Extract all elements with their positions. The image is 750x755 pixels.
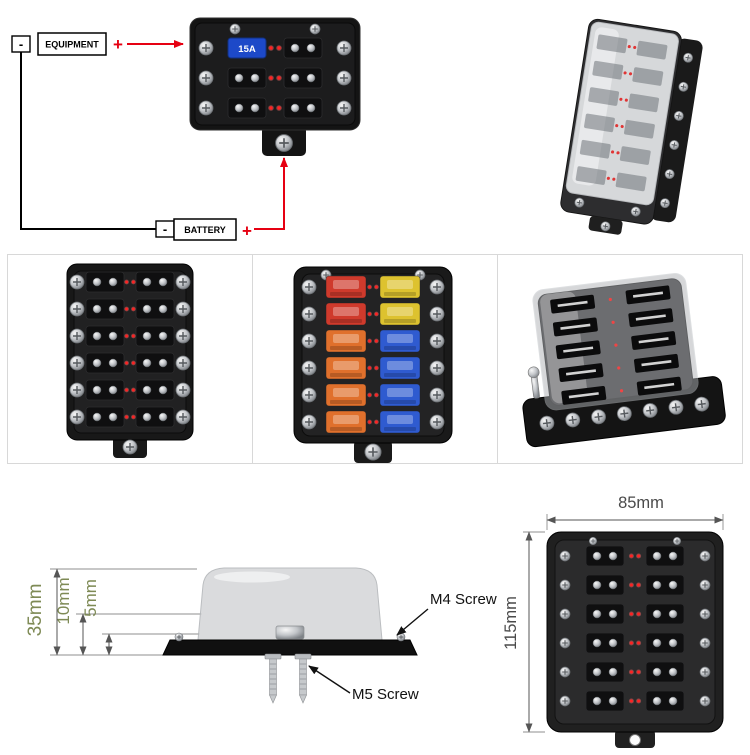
screw-icon: [309, 23, 321, 35]
fuse-block-face: [194, 22, 356, 126]
stud-screw-icon: [527, 366, 540, 379]
m5-arrow: [308, 665, 351, 694]
fuse-red: [325, 275, 367, 299]
equipment-box: - EQUIPMENT +: [11, 32, 123, 56]
m4-screw-icon: [174, 632, 184, 642]
fuse-blue: [379, 356, 421, 380]
base-profile: [162, 639, 418, 656]
equipment-minus-sign: -: [19, 37, 23, 52]
dim-10mm-label: 10mm: [54, 577, 73, 624]
block-face: [554, 539, 716, 725]
cover-slots: [575, 34, 668, 192]
product-photo-with-fuses: [293, 266, 453, 463]
terminal-metal: [275, 625, 305, 640]
fuse-blue: [379, 410, 421, 434]
screw-icon: [672, 536, 682, 546]
fuse-block-illustration: 15A: [189, 17, 361, 156]
m4-arrow: [396, 608, 429, 636]
fuse-orange: [325, 329, 367, 353]
block-face: [301, 273, 445, 437]
battery-rect: [173, 218, 237, 241]
side-dimension-diagram: 35mm 10mm 5mm M4 Screw M5 Screw: [25, 567, 497, 704]
dim-5mm-label: 5mm: [81, 579, 100, 617]
equipment-minus-terminal: [11, 35, 31, 53]
positive-wire-battery: [254, 157, 288, 230]
ground-screw-icon: [364, 443, 382, 461]
fuse-yellow: [379, 302, 421, 326]
dim-115mm-label: 115mm: [502, 596, 520, 650]
fuse-yellow: [379, 275, 421, 299]
cover-profile: [197, 567, 383, 641]
battery-minus-sign: -: [163, 222, 167, 237]
battery-label: BATTERY: [184, 225, 226, 235]
mount-hole: [629, 734, 641, 746]
negative-wire: [20, 52, 156, 230]
product-photo-front-view: [66, 263, 194, 458]
fuse-15a-value: 15A: [238, 44, 256, 55]
fuse-blue: [379, 383, 421, 407]
top-view-diagram: 85mm 115mm: [502, 494, 724, 748]
fuse-15a: [227, 37, 267, 59]
dim-35mm-label: 35mm: [25, 584, 46, 637]
product-photos: [7, 254, 743, 464]
dim-85mm-label: 85mm: [618, 494, 664, 512]
side-terminal-strip: [650, 38, 703, 223]
fuse-orange: [325, 383, 367, 407]
equipment-rect: [37, 32, 107, 56]
ground-screw-icon: [274, 133, 294, 153]
product-photo-with-cover: [522, 272, 726, 448]
fuse-red: [325, 302, 367, 326]
cover-highlight: [214, 571, 290, 583]
screw-icon: [229, 23, 241, 35]
m4-screw-label: M4 Screw: [430, 591, 497, 608]
screw-icon: [588, 536, 598, 546]
fuse-blue: [379, 329, 421, 353]
fuse-orange: [325, 410, 367, 434]
fuse-orange: [325, 356, 367, 380]
cover-led-dots: [606, 45, 637, 181]
wiring-diagram: - EQUIPMENT + - BATTERY + 15A: [11, 17, 361, 241]
battery-plus-sign: +: [242, 222, 252, 241]
top-view-product: [546, 531, 724, 748]
iso-product-view: [560, 18, 703, 235]
m5-screw-label: M5 Screw: [352, 686, 419, 703]
circuit-label-stickers: [550, 285, 682, 405]
ground-screw-icon: [122, 439, 138, 455]
equipment-plus-sign: +: [113, 35, 123, 54]
battery-box: - BATTERY +: [155, 218, 252, 241]
equipment-label: EQUIPMENT: [45, 40, 99, 50]
m5-screws: [264, 653, 312, 704]
